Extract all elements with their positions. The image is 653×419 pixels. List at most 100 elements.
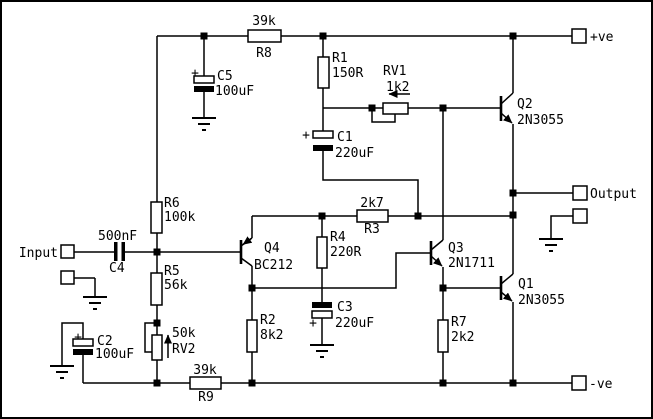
- resistor-r6: R6 100k: [150, 196, 195, 234]
- terminal-output: Output: [572, 185, 637, 202]
- cap-value: 220uF: [335, 146, 374, 161]
- ground-icon: [539, 238, 563, 252]
- terminal-label: +ve: [590, 30, 614, 45]
- resistor-ref: R8: [256, 46, 272, 61]
- cap-plate-positive: [72, 338, 94, 347]
- polarity-plus: +: [302, 128, 310, 143]
- pot-ref: RV2: [172, 342, 195, 357]
- resistor-r3: 2k7 R3: [356, 196, 389, 237]
- resistor-value: 2k2: [451, 330, 474, 345]
- pot-body: [151, 334, 163, 361]
- pot-value: 50k: [172, 326, 196, 341]
- terminal-positive: +ve: [571, 28, 614, 45]
- emitter-lead-arrow: [500, 291, 513, 302]
- terminal-output-ground: [572, 208, 588, 224]
- collector-lead: [430, 239, 444, 251]
- terminal-label: -ve: [589, 377, 613, 392]
- cap-value: 100uF: [215, 84, 254, 99]
- capacitor-c1: + C1 220uF: [302, 128, 374, 161]
- wire-c1-bottom: [322, 151, 419, 216]
- junction: [153, 319, 161, 327]
- wire-input-ground: [74, 277, 96, 296]
- emitter-arrow: [242, 236, 253, 246]
- wire-drive-net: [252, 252, 431, 289]
- potentiometer-rv2: 50k RV2: [151, 326, 196, 361]
- polarity-plus: +: [74, 330, 82, 345]
- resistor-value: 8k2: [260, 328, 283, 343]
- cap-ref: C4: [109, 261, 125, 276]
- ground-icon: [310, 344, 334, 358]
- resistor-body: [246, 319, 258, 353]
- cap-value: 100uF: [95, 347, 134, 362]
- junction: [509, 189, 517, 197]
- resistor-body: [356, 209, 389, 223]
- resistor-value: 2k7: [360, 196, 383, 211]
- transistor-ref: Q3: [448, 241, 464, 256]
- junction: [248, 379, 256, 387]
- resistor-value: 39k: [193, 363, 217, 378]
- resistor-value: 220R: [330, 245, 361, 260]
- resistor-value: 39k: [252, 14, 276, 29]
- resistor-body: [189, 376, 222, 390]
- wire-rv1-wiper-loop: [371, 108, 396, 123]
- junction: [414, 212, 422, 220]
- cap-value: 220uF: [335, 316, 374, 331]
- terminal-square: [60, 244, 75, 259]
- resistor-value: 150R: [332, 66, 363, 81]
- collector-lead: [500, 92, 514, 105]
- terminal-label: Output: [590, 187, 637, 202]
- junction: [319, 32, 327, 40]
- resistor-ref: R7: [451, 315, 467, 330]
- cap-plate-negative: [313, 145, 333, 151]
- resistor-body: [150, 201, 163, 234]
- junction: [439, 104, 447, 112]
- cap-ref: C2: [97, 334, 113, 349]
- resistor-ref: R2: [260, 313, 276, 328]
- transistor-part: 2N3055: [518, 293, 565, 308]
- resistor-value: 100k: [164, 210, 195, 225]
- resistor-ref: R6: [164, 196, 180, 211]
- junction: [509, 211, 517, 219]
- resistor-value: 56k: [164, 278, 188, 293]
- cap-ref: C5: [217, 69, 233, 84]
- cap-plate-negative: [194, 86, 214, 92]
- cap-plate-negative: [73, 349, 93, 355]
- polarity-plus: +: [309, 316, 317, 331]
- transistor-part: 2N1711: [448, 256, 495, 271]
- emitter-lead-arrow: [430, 255, 443, 267]
- terminal-square: [572, 208, 588, 224]
- capacitor-c4: 500nF C4: [98, 229, 137, 276]
- terminal-square: [571, 28, 587, 44]
- junction: [200, 32, 208, 40]
- potentiometer-rv1: RV1 1k2: [382, 64, 410, 115]
- resistor-r7: R7 2k2: [437, 315, 474, 353]
- cap-plate: [121, 242, 125, 261]
- junction: [439, 284, 447, 292]
- capacitor-c2: + C2 100uF: [72, 330, 134, 362]
- terminal-negative: -ve: [571, 375, 613, 392]
- wire-c2-positive: [61, 322, 84, 366]
- wire-output-ground: [550, 215, 573, 238]
- terminal-square: [572, 185, 588, 201]
- transistor-part: BC212: [254, 258, 293, 273]
- junction: [153, 379, 161, 387]
- ground-icon: [83, 296, 107, 310]
- wire-rv2-wiper-loop: [144, 322, 157, 353]
- pot-ref: RV1: [383, 64, 406, 79]
- junction-dots: [153, 32, 517, 387]
- transistor-q3: Q3 2N1711: [429, 239, 495, 271]
- transistor-q4: Q4 BC212: [239, 236, 293, 273]
- resistor-r9: 39k R9: [189, 363, 222, 405]
- junction: [439, 379, 447, 387]
- resistor-body: [316, 236, 328, 269]
- transistor-ref: Q2: [517, 97, 533, 112]
- resistor-body: [150, 272, 163, 306]
- resistor-ref: R1: [332, 51, 348, 66]
- cap-ref: C3: [337, 300, 353, 315]
- junction: [153, 248, 161, 256]
- transistor-q1: Q1 2N3055: [499, 273, 565, 308]
- cap-plate: [114, 242, 118, 261]
- cap-value: 500nF: [98, 229, 137, 244]
